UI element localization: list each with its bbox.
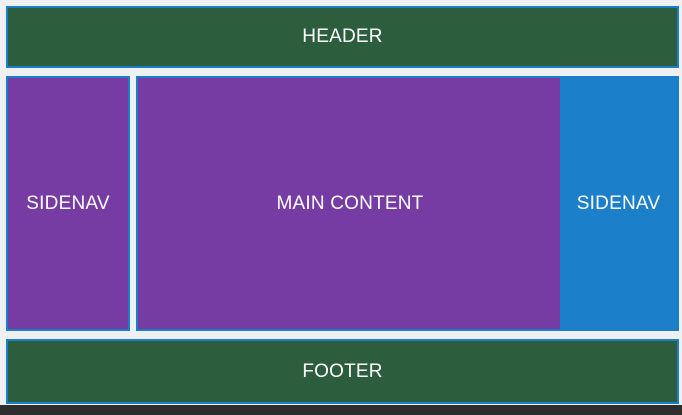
header-block: HEADER [6,6,679,68]
left-sidenav-block: SIDENAV [6,76,130,331]
footer-block: FOOTER [6,339,679,404]
header-label: HEADER [302,26,383,47]
footer-label: FOOTER [302,360,383,382]
right-sidenav-label: SIDENAV [576,192,661,214]
main-content-label: MAIN CONTENT [276,192,424,214]
right-sidenav-block: SIDENAV [560,76,679,331]
left-sidenav-label: SIDENAV [26,192,110,214]
bottom-edge-strip [0,405,682,415]
main-content-block: MAIN CONTENT [136,76,562,331]
